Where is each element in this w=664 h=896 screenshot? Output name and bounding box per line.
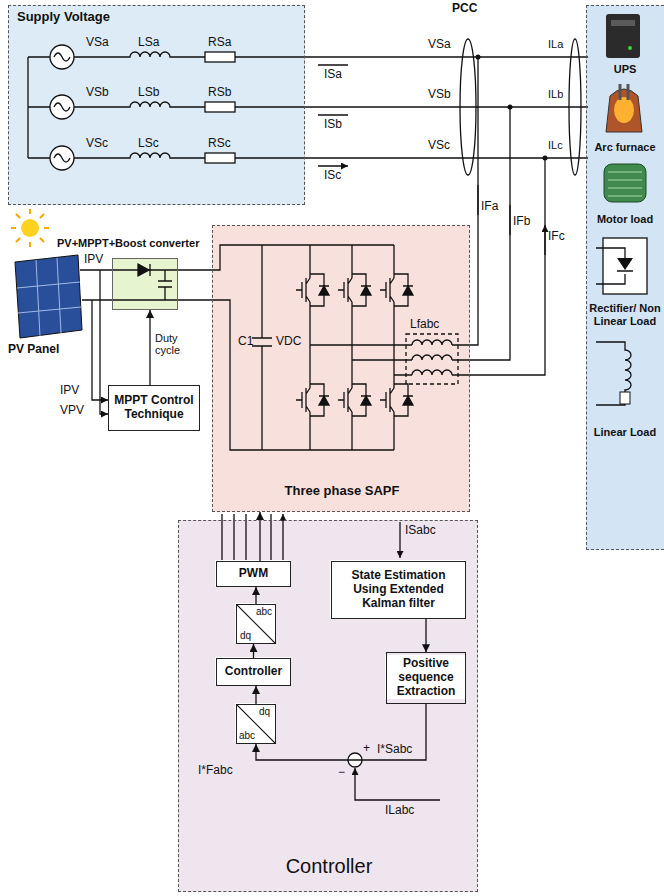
node-fill — [212, 225, 470, 512]
signal-label: IFa — [481, 200, 498, 214]
load-panel: UPS Arc furnaceMotor loadRectifier/ Non L… — [586, 5, 664, 550]
node-text: abc — [256, 606, 272, 618]
signal-label: VSa — [428, 38, 451, 52]
signal-label: ILc — [548, 139, 563, 152]
pv-panel-picture — [11, 209, 82, 338]
node-fill — [235, 603, 275, 643]
signal-label: I*Sabc — [377, 743, 412, 757]
pwm-box: PWM — [216, 561, 291, 587]
node-text: abc — [239, 730, 255, 742]
controller-box: Controller — [216, 658, 291, 686]
node-text: Controller — [225, 665, 282, 679]
node-fill — [108, 385, 200, 431]
signal-label: VSb — [86, 86, 109, 100]
signal-label: IPV — [84, 253, 103, 267]
signal-label: PV Panel — [8, 343, 59, 357]
controller-region: ControllerPWMabcdqControllerdqabcState E… — [178, 520, 478, 892]
node-text: State Estimation Using Extended Kalman f… — [336, 569, 461, 610]
node-text: dq — [259, 706, 270, 718]
node-fill — [385, 655, 465, 699]
node-fill — [215, 657, 290, 685]
node-text: Controller — [179, 855, 479, 878]
signal-label: ISc — [324, 169, 341, 183]
signal-label: Lfabc — [410, 318, 439, 332]
signal-label: ILa — [548, 38, 563, 51]
supply-wiring — [28, 39, 588, 175]
node-text: MPPT Control Technique — [113, 394, 195, 422]
signal-label: RSb — [208, 86, 231, 100]
node-text: Rectifier/ Non Linear Load — [587, 302, 663, 327]
signal-label: RSa — [208, 36, 231, 50]
signal-arrow — [255, 587, 256, 604]
signal-label: C1 — [238, 335, 253, 349]
mppt-box: MPPT Control Technique — [108, 385, 200, 431]
signal-arrow — [149, 310, 150, 385]
signal-label: VDC — [276, 335, 301, 349]
node-fill — [215, 560, 290, 586]
signal-label: VSa — [86, 36, 109, 50]
node-fill — [8, 5, 305, 205]
signal-label: RSc — [208, 137, 231, 151]
signal-label: ISb — [324, 118, 342, 132]
node-fill — [235, 703, 275, 743]
signal-label: IFc — [548, 230, 565, 244]
boost-converter-box: PV+MPPT+Boost converter — [112, 258, 178, 310]
signal-label: LSb — [138, 86, 159, 100]
node-text: UPS — [587, 63, 663, 76]
signal-label: IFb — [513, 215, 530, 229]
node-fill — [112, 258, 178, 310]
signal-arrow — [425, 619, 426, 652]
edge-label: Duty cycle — [155, 332, 187, 357]
node-text: Supply Voltage — [17, 10, 110, 25]
signal-arrow — [253, 644, 254, 658]
supply-region: Supply Voltage — [8, 5, 305, 205]
node-text: Linear Load — [587, 426, 663, 439]
node-text: PWM — [239, 567, 268, 581]
signal-label: VSc — [428, 139, 450, 153]
node-text: Motor load — [587, 213, 663, 226]
sapf-region: Three phase SAPF — [212, 225, 470, 512]
transform-box: dqabc — [236, 704, 276, 744]
signal-arrow — [256, 704, 426, 760]
signal-label: ISa — [324, 68, 342, 82]
transform-box: abcdq — [236, 604, 276, 644]
signal-label: VPV — [60, 404, 84, 418]
node-text: Three phase SAPF — [213, 484, 471, 499]
node-text: dq — [240, 630, 251, 642]
dc-side-wiring — [80, 57, 545, 450]
signal-label: I*Fabc — [198, 764, 233, 778]
signal-label: LSc — [138, 137, 159, 151]
sequence-box: Positive sequence Extraction — [386, 652, 466, 703]
signal-label: IPV — [60, 384, 79, 398]
signal-label: − — [338, 766, 345, 780]
node-fill — [178, 520, 478, 892]
estimator-box: State Estimation Using Extended Kalman f… — [331, 561, 466, 619]
node-text: PV+MPPT+Boost converter — [57, 237, 199, 250]
signal-label: ILb — [548, 88, 563, 101]
signal-label: + — [363, 742, 370, 756]
signal-label: ILabc — [385, 804, 414, 818]
signal-label: LSa — [138, 36, 159, 50]
node-text: Positive sequence Extraction — [391, 657, 461, 698]
signal-label: VSc — [86, 137, 108, 151]
signal-label: ISabc — [405, 524, 436, 538]
signal-label: PCC — [452, 2, 477, 16]
node-fill — [330, 560, 465, 618]
node-text: Arc furnace — [587, 141, 663, 154]
signal-label: VSb — [428, 88, 451, 102]
node-fill — [586, 5, 664, 550]
signal-arrow — [255, 686, 256, 704]
